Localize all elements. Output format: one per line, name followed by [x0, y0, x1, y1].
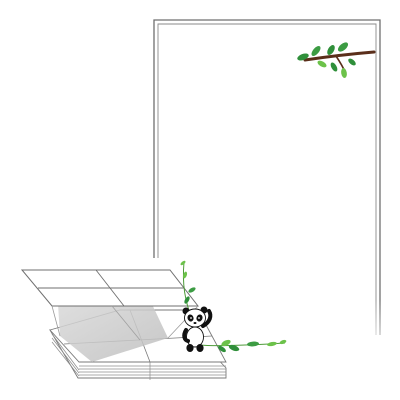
branch-icon: [297, 42, 376, 78]
peeled-sheet: [20, 269, 200, 362]
portrait-frame: [153, 19, 386, 360]
vine-icon: [180, 260, 287, 353]
panda-icon: [182, 306, 213, 352]
